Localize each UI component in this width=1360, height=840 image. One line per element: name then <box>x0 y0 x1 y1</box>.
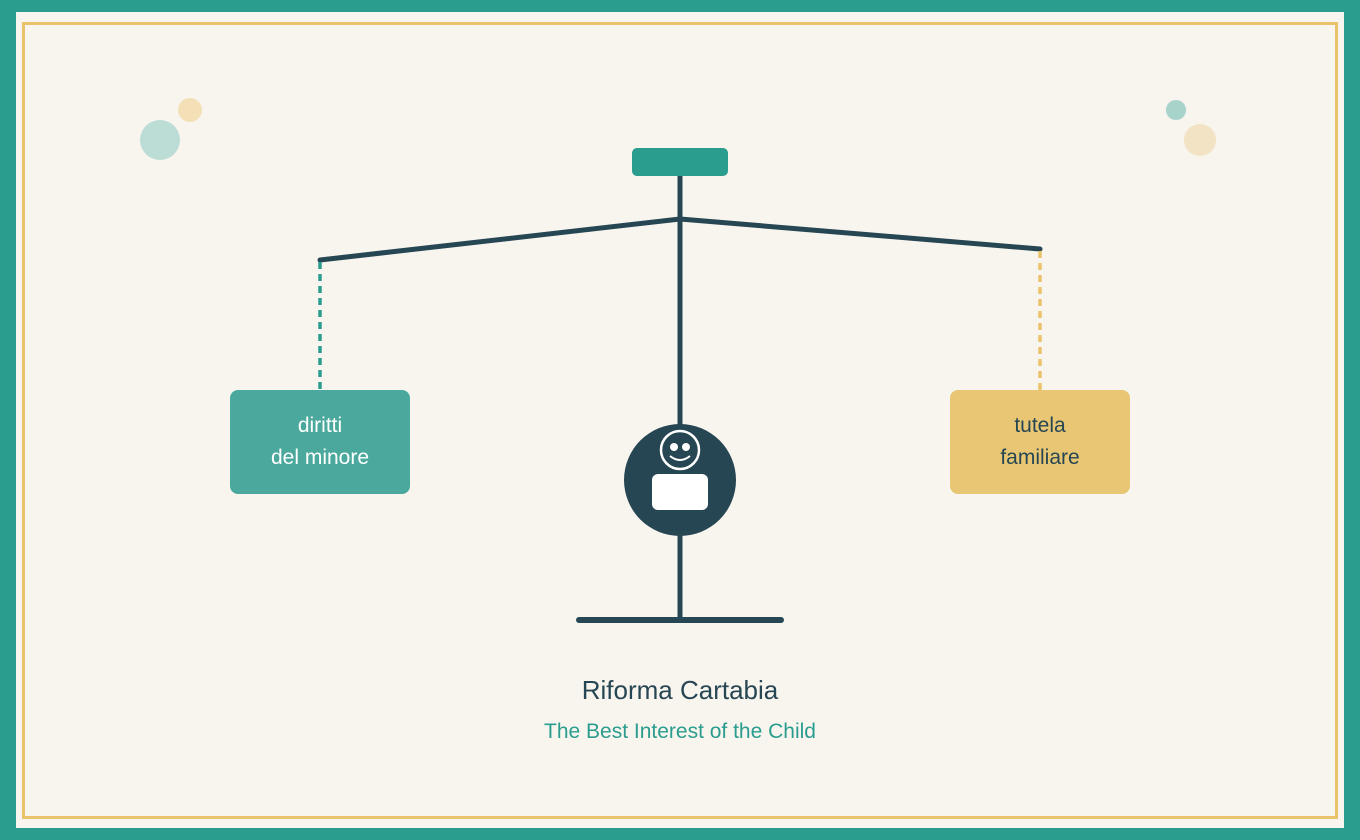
decorative-circle <box>140 120 180 160</box>
left-pan-label-line2: del minore <box>270 446 370 469</box>
child-icon <box>624 424 736 536</box>
scale-beam-right <box>677 216 1043 252</box>
scale-top-cap <box>632 148 728 176</box>
left-pan-label-line1: diritti <box>297 414 343 437</box>
diagram-subtitle: The Best Interest of the Child <box>544 720 816 743</box>
decorative-circle <box>178 98 202 122</box>
decorative-circle <box>1166 100 1186 120</box>
diagram-title: Riforma Cartabia <box>581 675 779 705</box>
decorative-circle <box>1184 124 1216 156</box>
decorative-frame <box>22 22 1338 819</box>
right-pan-label-line2: familiare <box>1000 446 1080 469</box>
right-pan-label-line1: tutela <box>1014 414 1066 437</box>
scale-beam-left <box>317 216 683 263</box>
right-pan-tutela-familiare: tutela familiare <box>950 390 1130 494</box>
left-pan-diritti-del-minore: diritti del minore <box>230 390 410 494</box>
